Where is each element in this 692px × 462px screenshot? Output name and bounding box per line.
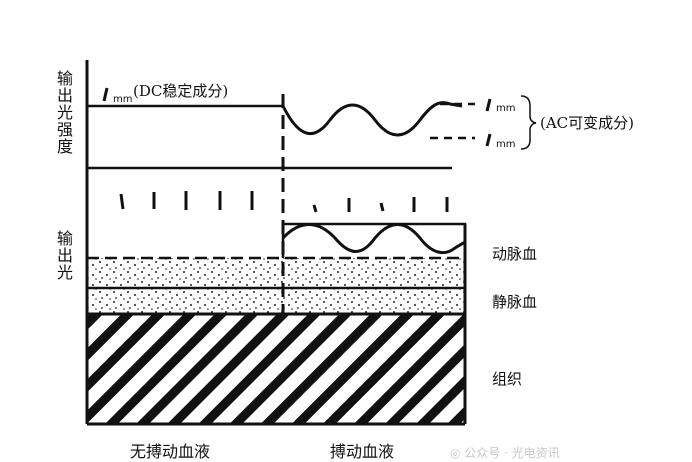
ac-brace	[520, 95, 537, 150]
artery-layer	[87, 258, 465, 288]
output-light-axis-label: 输出光	[54, 230, 73, 281]
dc-label: (DC稳定成分)	[133, 82, 229, 100]
tissue-layer	[87, 314, 465, 424]
no-pulse-label: 无搏动血液	[130, 442, 211, 461]
dc-mark	[102, 87, 109, 102]
artery-label: 动脉血	[492, 245, 538, 263]
ac-label: (AC可变成分)	[540, 114, 635, 132]
vein-label: 静脉血	[492, 293, 538, 311]
dc-unit: mm	[113, 94, 133, 105]
ac-unit-bottom: mm	[496, 139, 516, 150]
output-intensity-axis-label: 输出光强度	[54, 70, 73, 155]
output-light-ticks	[119, 191, 449, 213]
ac-mark-bottom	[485, 133, 492, 147]
artery-pulse-wave	[281, 223, 466, 255]
ac-signal-wave	[281, 101, 463, 137]
pulse-label: 搏动血液	[330, 442, 395, 461]
tissue-label: 组织	[492, 370, 523, 388]
vein-layer	[87, 288, 465, 314]
ac-unit-top: mm	[496, 103, 516, 114]
watermark: ◎ 公众号 · 光电资讯	[450, 446, 560, 460]
ac-mark-top	[485, 98, 492, 112]
